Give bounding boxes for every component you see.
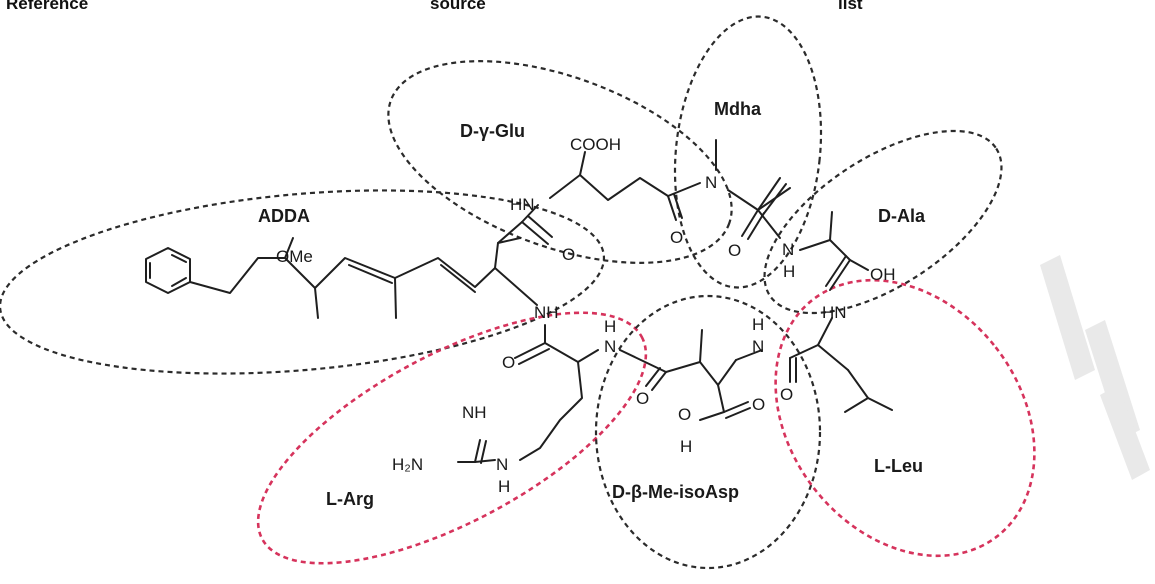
atom-h-guan: H — [498, 477, 510, 496]
atom-n-arg: N — [604, 337, 616, 356]
ring-arg — [256, 311, 648, 565]
atom-ome: OMe — [276, 247, 313, 266]
residue-glu-label: D-γ-Glu — [460, 121, 525, 141]
atom-n-guan: N — [496, 455, 508, 474]
ring-mdha — [673, 15, 823, 289]
atom-o1: O — [562, 245, 575, 264]
header-list: list — [838, 0, 863, 13]
header-source: source — [430, 0, 486, 13]
ring-glu — [387, 60, 733, 264]
atom-o4: O — [502, 353, 515, 372]
atom-hn-glu: HN — [510, 195, 535, 214]
atom-o6: O — [780, 385, 793, 404]
residue-asp-label: D-β-Me-isoAsp — [612, 482, 739, 502]
atom-hn-leu: HN — [822, 303, 847, 322]
ring-asp — [594, 294, 822, 570]
atom-o2: O — [670, 228, 683, 247]
ring-adda — [0, 189, 606, 375]
atom-n-ala: N — [782, 240, 794, 259]
residue-adda-label: ADDA — [258, 206, 310, 226]
atom-h-acid: H — [680, 437, 692, 456]
atom-n-mdha: N — [705, 173, 717, 192]
atom-h2n: H₂N — [392, 455, 423, 474]
residue-arg-label: L-Arg — [326, 489, 374, 509]
atom-o-carb: O — [752, 395, 765, 414]
residue-leu-label: L-Leu — [874, 456, 923, 476]
ring-leu — [774, 278, 1036, 558]
atom-oh-ala: OH — [870, 265, 896, 284]
bonds — [145, 139, 893, 464]
atom-o5: O — [636, 389, 649, 408]
watermark — [1040, 255, 1150, 480]
residue-mdha-label: Mdha — [714, 99, 762, 119]
atom-o-acid: O — [678, 405, 691, 424]
atom-h-arg: H — [604, 317, 616, 336]
residue-ala-label: D-Ala — [878, 206, 926, 226]
atom-h-asp: H — [752, 315, 764, 334]
atom-cooh: COOH — [570, 135, 621, 154]
atom-o3: O — [728, 241, 741, 260]
header-reference: Reference — [6, 0, 89, 13]
atom-h-ala: H — [783, 262, 795, 281]
atom-nh-adda: NH — [534, 303, 559, 322]
atom-nh-imine: NH — [462, 403, 487, 422]
atom-n-asp: N — [752, 337, 764, 356]
